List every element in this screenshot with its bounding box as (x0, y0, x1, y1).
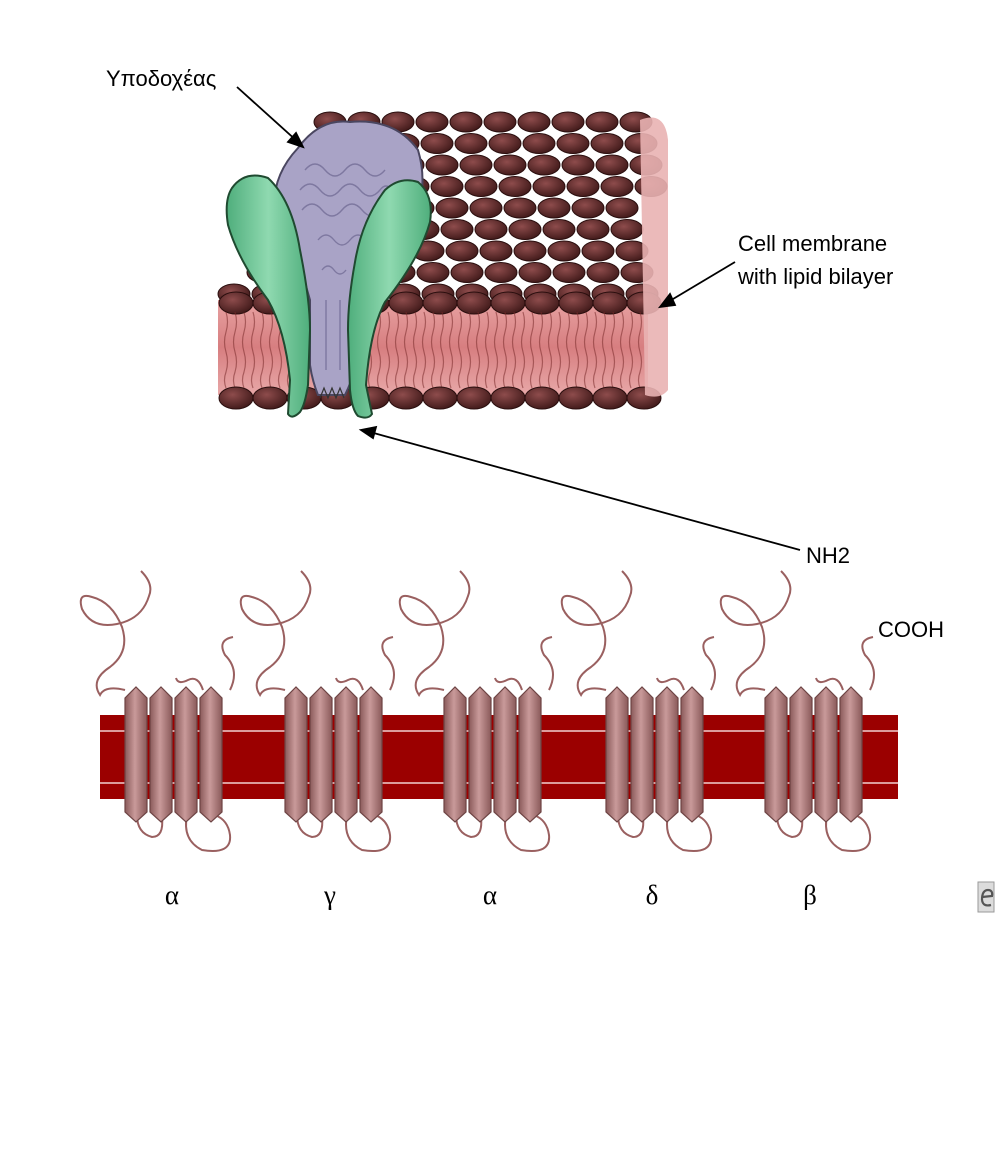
nh2-label: NH2 (806, 543, 851, 568)
arrows (236, 86, 801, 551)
subunit-helix-bundle (79, 570, 235, 852)
nh2-arrow (369, 431, 801, 551)
membrane-label-line1: Cell membrane (738, 231, 888, 256)
cooh-label: COOH (878, 617, 944, 642)
subunit-helix-bundle (398, 570, 554, 852)
subunit-helices (79, 570, 875, 852)
subunit-label-alpha-1: α (164, 880, 180, 910)
subunit-label-gamma: γ (324, 880, 336, 910)
receptor-arrow (236, 86, 299, 143)
membrane-arrow (667, 261, 736, 303)
subunit-label-delta: δ (645, 880, 659, 910)
subunit-helix-bundle (239, 570, 395, 852)
receptor-label: Υποδοχέας (106, 66, 217, 91)
subunit-label-alpha-2: α (482, 880, 498, 910)
subunit-helix-bundle (719, 570, 875, 852)
watermark-logo-icon (977, 881, 995, 913)
receptor-protein (225, 120, 432, 419)
subunit-label-beta: β (803, 880, 817, 910)
subunit-helix-bundle (560, 570, 716, 852)
membrane-label-line2: with lipid bilayer (738, 264, 894, 289)
